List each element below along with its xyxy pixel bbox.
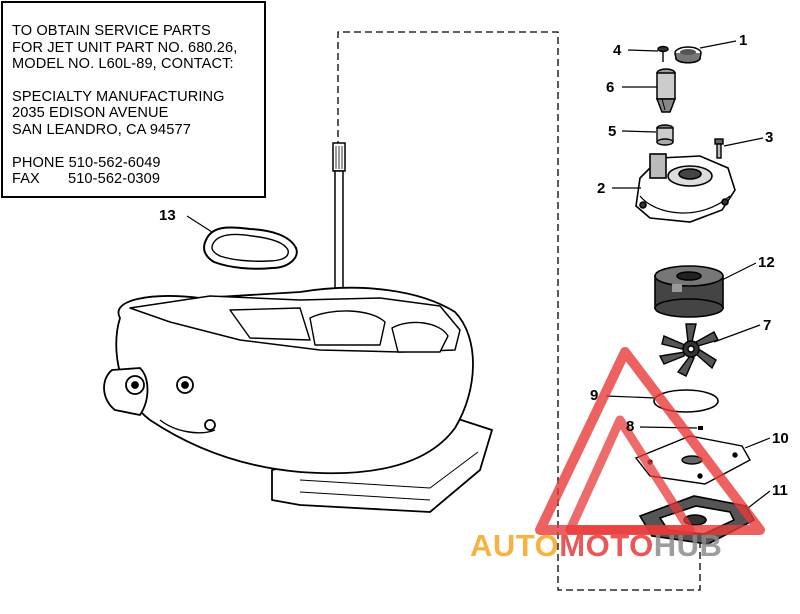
info-street-address: 2035 EDISON AVENUE <box>12 105 169 122</box>
watermark-triangle-inner <box>565 415 695 535</box>
info-city-state-zip: SAN LEANDRO, CA 94577 <box>12 121 191 138</box>
callout-6: 6 <box>606 79 615 96</box>
callout-11: 11 <box>772 482 788 499</box>
drive-shaft <box>332 142 346 348</box>
watermark-logo <box>535 347 765 535</box>
fax-number: 510-562-0309 <box>68 171 161 188</box>
callout-4: 4 <box>613 42 622 59</box>
fax-label: FAX <box>12 171 40 188</box>
callout-2: 2 <box>597 180 606 197</box>
phone-label: PHONE <box>12 154 65 171</box>
info-line-2: FOR JET UNIT PART NO. 680.26, <box>12 39 238 56</box>
callout-5: 5 <box>608 123 617 140</box>
watermark-text: AUTOMOTOHUB <box>470 529 722 563</box>
part-7-impeller <box>658 323 719 377</box>
phone-number: 510-562-6049 <box>68 154 161 171</box>
part-9-o-ring <box>653 389 719 413</box>
info-phone-row: PHONE 510-562-6049 <box>12 155 256 172</box>
part-2-pump-housing <box>635 153 736 223</box>
callout-8: 8 <box>626 418 635 435</box>
part-5-bushing <box>656 124 674 146</box>
callout-1: 1 <box>739 32 748 49</box>
part-3-bolt <box>714 138 724 159</box>
part-6-tube <box>655 68 677 113</box>
part-13-gasket <box>203 226 298 270</box>
watermark-moto: MOTO <box>559 528 654 563</box>
part-12-liner <box>654 265 724 318</box>
info-line-3: MODEL NO. L60L-89, CONTACT: <box>12 56 234 73</box>
callout-12: 12 <box>758 254 775 271</box>
leader-lines <box>186 40 771 509</box>
callout-10: 10 <box>772 430 789 447</box>
part-1-seal <box>674 46 702 64</box>
info-fax-row: FAX 510-562-0309 <box>12 171 256 188</box>
callout-7: 7 <box>763 317 772 334</box>
service-parts-info-box: TO OBTAIN SERVICE PARTS FOR JET UNIT PAR… <box>1 1 266 198</box>
callout-13: 13 <box>159 207 176 224</box>
info-company-name: SPECIALTY MANUFACTURING <box>12 88 225 105</box>
part-8-key <box>698 426 703 430</box>
part-4-screw <box>657 45 669 62</box>
callout-3: 3 <box>765 129 774 146</box>
callout-9: 9 <box>590 387 599 404</box>
info-line-1: TO OBTAIN SERVICE PARTS <box>12 23 211 39</box>
watermark-auto: AUTO <box>470 528 560 563</box>
jet-pump-housing <box>103 286 493 513</box>
watermark-hub: HUB <box>653 528 723 563</box>
